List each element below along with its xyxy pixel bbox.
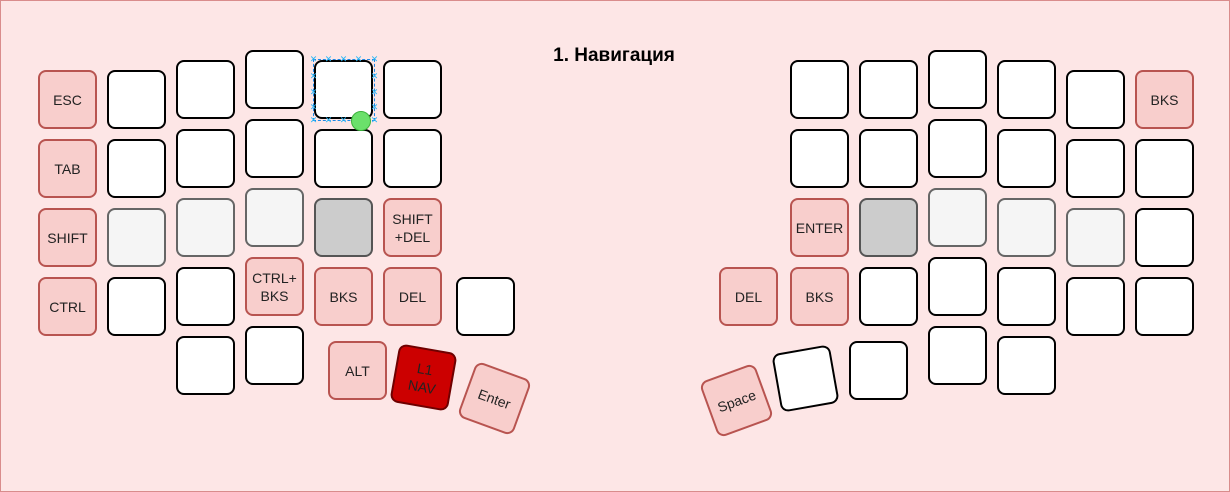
key-empty[interactable] xyxy=(771,344,840,413)
key-ctrl-bks[interactable]: CTRL+ BKS xyxy=(245,257,304,316)
key-empty[interactable] xyxy=(107,139,166,198)
key-empty[interactable] xyxy=(928,50,987,109)
key-gray[interactable] xyxy=(859,198,918,257)
key-light[interactable] xyxy=(245,188,304,247)
key-del-right[interactable]: DEL xyxy=(719,267,778,326)
key-light[interactable] xyxy=(1066,208,1125,267)
key-bks[interactable]: BKS xyxy=(314,267,373,326)
key-selected-empty[interactable] xyxy=(314,60,373,119)
key-empty[interactable] xyxy=(859,129,918,188)
key-empty[interactable] xyxy=(245,119,304,178)
key-shift-del[interactable]: SHIFT +DEL xyxy=(383,198,442,257)
key-empty[interactable] xyxy=(928,326,987,385)
key-light[interactable] xyxy=(997,198,1056,257)
key-empty[interactable] xyxy=(928,119,987,178)
key-bks-right[interactable]: BKS xyxy=(790,267,849,326)
rotate-handle-icon[interactable] xyxy=(351,111,371,131)
key-empty[interactable] xyxy=(997,336,1056,395)
key-empty[interactable] xyxy=(456,277,515,336)
key-empty[interactable] xyxy=(1066,70,1125,129)
key-empty[interactable] xyxy=(176,60,235,119)
key-space[interactable]: Space xyxy=(698,362,775,439)
key-empty[interactable] xyxy=(1135,208,1194,267)
key-esc[interactable]: ESC xyxy=(38,70,97,129)
key-empty[interactable] xyxy=(107,277,166,336)
key-empty[interactable] xyxy=(928,257,987,316)
key-empty[interactable] xyxy=(997,267,1056,326)
key-empty[interactable] xyxy=(997,60,1056,119)
key-empty[interactable] xyxy=(176,129,235,188)
key-empty[interactable] xyxy=(176,267,235,326)
resize-handle-icon[interactable]: ✕ xyxy=(370,115,379,125)
key-alt[interactable]: ALT xyxy=(328,341,387,400)
key-ctrl[interactable]: CTRL xyxy=(38,277,97,336)
key-empty[interactable] xyxy=(107,70,166,129)
key-tab[interactable]: TAB xyxy=(38,139,97,198)
key-empty[interactable] xyxy=(245,50,304,109)
layout-title: 1. Навигация xyxy=(553,45,675,66)
key-empty[interactable] xyxy=(859,60,918,119)
key-enter-right[interactable]: ENTER xyxy=(790,198,849,257)
key-light[interactable] xyxy=(176,198,235,257)
key-del[interactable]: DEL xyxy=(383,267,442,326)
key-empty[interactable] xyxy=(245,326,304,385)
key-enter[interactable]: Enter xyxy=(456,360,533,437)
key-empty[interactable] xyxy=(790,60,849,119)
key-empty[interactable] xyxy=(997,129,1056,188)
key-empty[interactable] xyxy=(790,129,849,188)
key-empty[interactable] xyxy=(314,129,373,188)
key-empty[interactable] xyxy=(1135,277,1194,336)
key-empty[interactable] xyxy=(1135,139,1194,198)
key-bks-top[interactable]: BKS xyxy=(1135,70,1194,129)
key-light[interactable] xyxy=(928,188,987,247)
key-gray[interactable] xyxy=(314,198,373,257)
key-empty[interactable] xyxy=(849,341,908,400)
key-empty[interactable] xyxy=(1066,277,1125,336)
key-layer-nav[interactable]: L1 NAV xyxy=(389,343,458,412)
key-shift[interactable]: SHIFT xyxy=(38,208,97,267)
key-empty[interactable] xyxy=(1066,139,1125,198)
key-empty[interactable] xyxy=(383,129,442,188)
key-empty[interactable] xyxy=(859,267,918,326)
key-empty[interactable] xyxy=(383,60,442,119)
key-light[interactable] xyxy=(107,208,166,267)
key-empty[interactable] xyxy=(176,336,235,395)
